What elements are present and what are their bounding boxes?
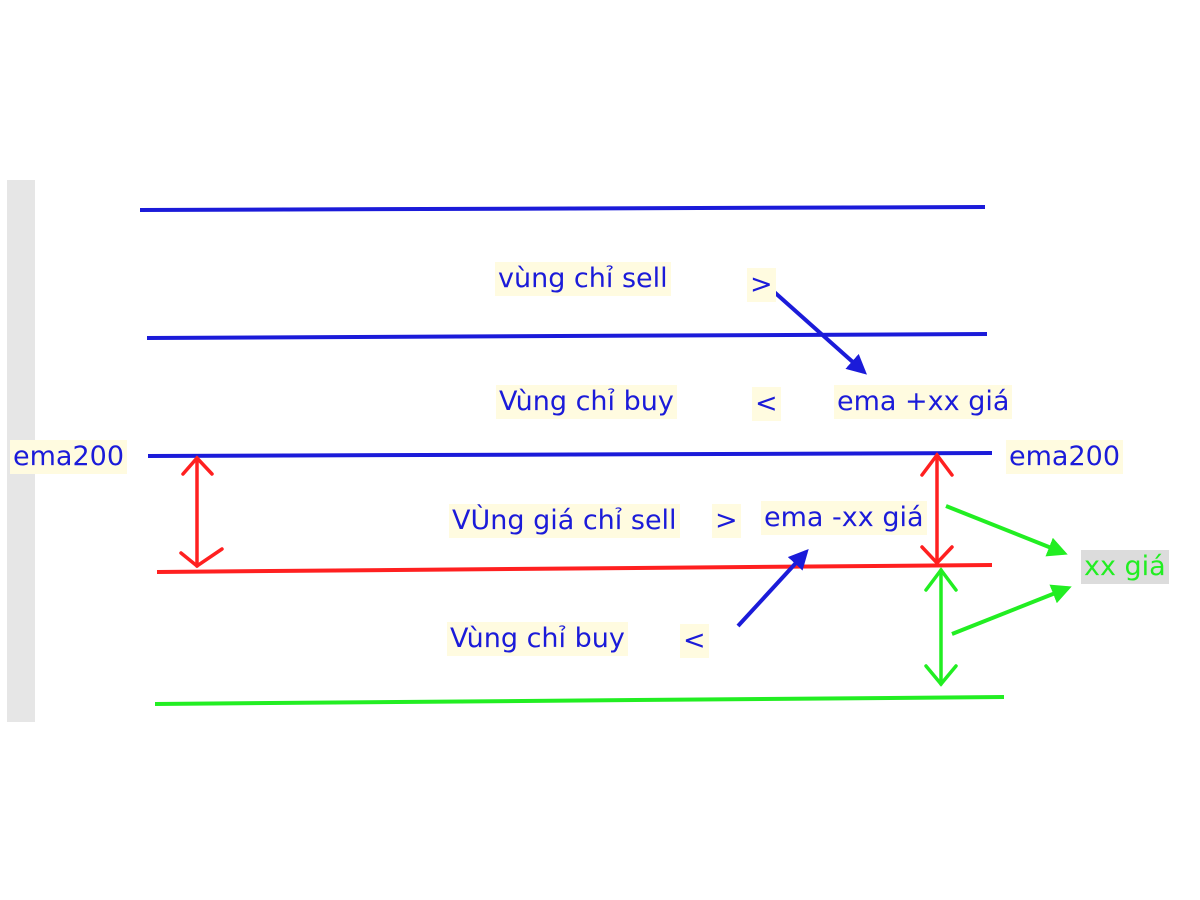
ema200-right-label: ema200 xyxy=(1006,440,1123,474)
buy-zone-lower-label: Vùng chỉ buy xyxy=(447,622,628,656)
ema-minus-line xyxy=(156,563,993,574)
greater-than-top-label: > xyxy=(747,268,776,302)
buy-zone-upper-label: Vùng chỉ buy xyxy=(496,385,677,419)
ema200-left-label: ema200 xyxy=(10,440,127,474)
greater-than-lower-label: > xyxy=(712,504,741,538)
ema-plus-label: ema +xx giá xyxy=(834,385,1013,419)
less-than-upper-label: < xyxy=(752,387,781,421)
lower-blue-pointer-arrow xyxy=(736,549,809,628)
top-blue-line xyxy=(139,205,986,212)
bottom-green-line xyxy=(154,695,1005,706)
upper-blue-pointer-arrow xyxy=(770,288,867,375)
ema200-line xyxy=(147,451,993,458)
upper-green-pointer-arrow xyxy=(945,504,1068,557)
xx-gia-label: xx giá xyxy=(1081,550,1169,584)
ema-plus-line xyxy=(146,332,988,340)
ema-minus-label: ema -xx giá xyxy=(761,501,927,535)
sell-zone-top-label: vùng chỉ sell xyxy=(495,262,671,296)
sell-zone-lower-label: VÙng giá chỉ sell xyxy=(449,504,680,538)
right-red-double-arrow xyxy=(920,452,954,566)
right-green-double-arrow xyxy=(924,567,958,687)
lower-green-pointer-arrow xyxy=(951,584,1072,636)
left-red-double-arrow xyxy=(179,455,224,569)
less-than-lower-label: < xyxy=(680,624,709,658)
